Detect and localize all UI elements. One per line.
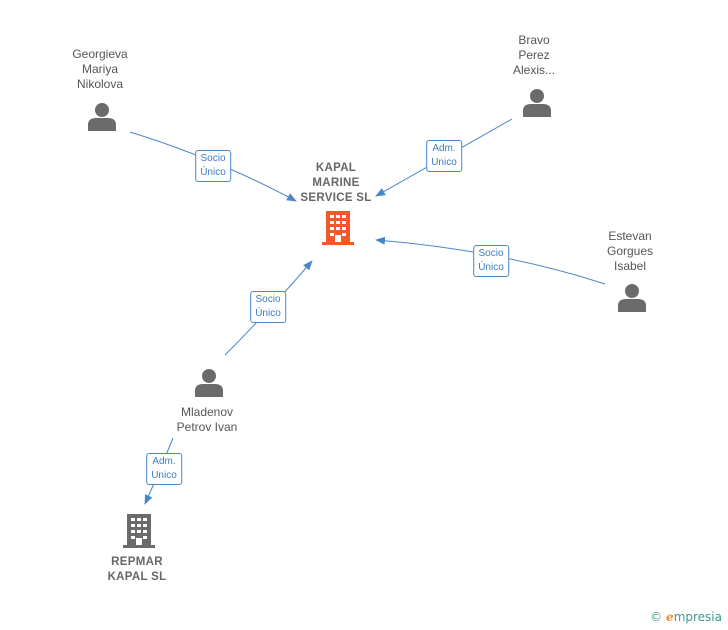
- company-label-repmar[interactable]: REPMAR KAPAL SL: [107, 556, 167, 583]
- main-company-label[interactable]: KAPAL MARINE SERVICE SL: [300, 162, 372, 204]
- brand-name: mpresia: [673, 610, 722, 624]
- edge-label-mladenov-repmar: Adm. Unico: [146, 453, 182, 485]
- edge-label-mladenov-main: Socio Único: [250, 291, 286, 323]
- person-label-mladenov[interactable]: Mladenov Petrov Ivan: [176, 405, 238, 434]
- building-icon[interactable]: [322, 211, 354, 245]
- edge-label-estevan: Socio Único: [473, 245, 509, 277]
- building-icon[interactable]: [123, 514, 155, 548]
- person-icon[interactable]: [618, 284, 646, 312]
- person-label-georgieva[interactable]: Georgieva Mariya Nikolova: [72, 47, 128, 91]
- copyright-symbol: ©: [650, 610, 663, 624]
- edge-label-bravo: Adm. Unico: [426, 140, 462, 172]
- brand-e: e: [666, 610, 674, 624]
- edge-label-georgieva: Socio Único: [195, 150, 231, 182]
- person-icon[interactable]: [88, 103, 116, 131]
- person-icon[interactable]: [523, 89, 551, 117]
- brand-logo: ©empresia: [650, 610, 722, 624]
- person-label-estevan[interactable]: Estevan Gorgues Isabel: [606, 229, 654, 273]
- person-label-bravo[interactable]: Bravo Perez Alexis...: [512, 33, 556, 77]
- person-icon[interactable]: [195, 369, 223, 397]
